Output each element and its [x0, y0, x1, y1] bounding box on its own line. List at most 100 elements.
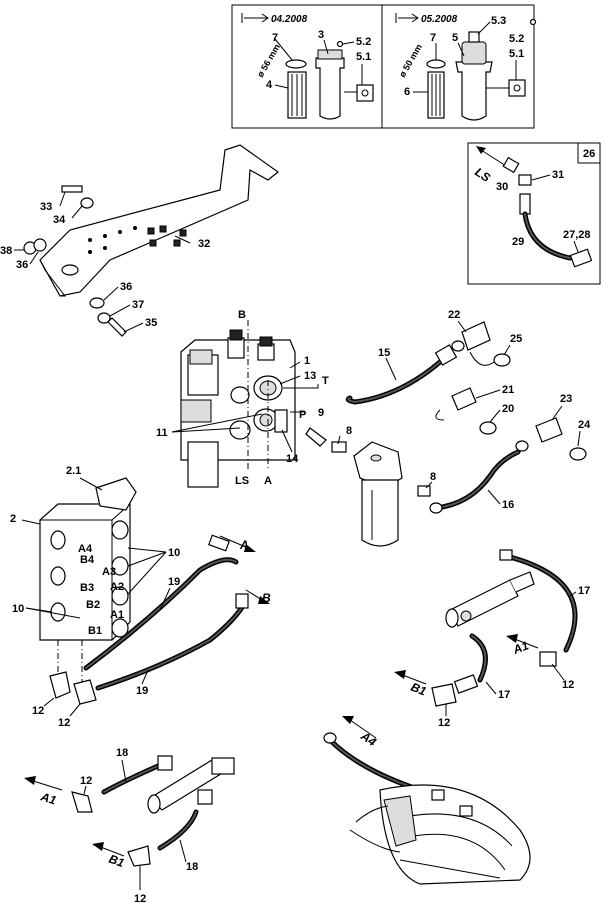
control-part-19: 19	[168, 576, 180, 588]
right-cyl-direction-a1: A1	[510, 638, 530, 657]
inset-26-number: 26	[583, 148, 595, 160]
inset-26-direction: LS	[472, 165, 492, 185]
washer-34	[80, 197, 94, 209]
mower-deck-body	[379, 784, 531, 885]
fitting-30	[502, 156, 520, 174]
bracket-part-35: 35	[145, 317, 157, 329]
right-part-5: 5	[452, 32, 458, 44]
bracket-part-36: 36	[16, 259, 28, 271]
control-part-10b: 10	[12, 603, 24, 615]
valve-part-22: 22	[448, 309, 460, 321]
fitting-31	[518, 174, 532, 186]
bolt-35	[107, 317, 127, 337]
right-cyl-part-12b: 12	[438, 717, 450, 729]
right-cyl-part-17b: 17	[498, 689, 510, 701]
pressure-filter-group: 8 16 23 24	[353, 393, 591, 547]
bolt-33	[61, 185, 83, 193]
bracket-part-33: 33	[40, 201, 52, 213]
left-part-7: 7	[272, 32, 278, 44]
filter-bowl	[361, 479, 399, 547]
control-part-2: 2	[10, 513, 16, 525]
inset-26-part-30: 30	[496, 181, 508, 193]
port-label-ls: LS	[235, 475, 249, 487]
bracket-part-37: 37	[132, 299, 144, 311]
elbow-12d	[71, 791, 93, 813]
filter-head	[353, 441, 403, 489]
valve-part-14: 14	[286, 453, 299, 465]
mower-direction-a4: A4	[357, 728, 379, 749]
filter-inset-right: 05.2008 ø 50 mm 7 5 5.3 5.2 5.1 6	[395, 13, 537, 121]
plug-5-2b	[529, 18, 537, 26]
left-date-label: 04.2008	[271, 14, 308, 25]
control-direction-b: B	[262, 591, 271, 605]
valve-part-9: 9	[318, 407, 324, 419]
left-part-3: 3	[318, 29, 324, 41]
valve-part-23: 23	[560, 393, 572, 405]
valve-part-20: 20	[502, 403, 514, 415]
bottom-cyl-part-18: 18	[116, 747, 128, 759]
filter-inset-left: 04.2008 ø 56 mm 7 3 5.2 5.1 4	[241, 13, 374, 120]
main-valve-assembly: B T P LS A 1 13 11 9 8 14	[156, 309, 352, 488]
left-part-5-1: 5.1	[356, 51, 371, 63]
control-direction-a: A	[239, 538, 249, 552]
bottom-cyl-part-18b: 18	[186, 861, 198, 873]
filter-housing-5	[455, 61, 493, 121]
right-cyl-part-17: 17	[578, 585, 590, 597]
fitting-8	[331, 441, 347, 453]
cap-24	[569, 447, 587, 461]
bracket-part-32: 32	[198, 238, 210, 250]
elbow-12b	[73, 679, 97, 705]
right-dimension: ø 50 mm	[397, 42, 424, 79]
coupling-23	[535, 417, 563, 443]
port-label-b1: B1	[88, 625, 102, 637]
indicator-5-1b	[508, 79, 526, 97]
right-cyl-part-12: 12	[562, 679, 574, 691]
valve-part-25: 25	[510, 333, 522, 345]
bottom-cyl-part-12: 12	[80, 775, 92, 787]
right-part-5-2: 5.2	[509, 33, 524, 45]
port-label-p: P	[299, 409, 306, 421]
washer-36b	[89, 297, 105, 309]
o-ring-7b	[426, 59, 446, 69]
port-label-a3: A3	[102, 566, 116, 578]
filter-inset: 04.2008 ø 56 mm 7 3 5.2 5.1 4	[231, 4, 537, 129]
left-part-5-2: 5.2	[356, 36, 371, 48]
coupling-22	[461, 321, 491, 351]
valve-port-b	[227, 337, 245, 359]
inset-26-part-31: 31	[552, 169, 564, 181]
port-label-a1: A1	[110, 609, 124, 621]
valve-part-15: 15	[378, 347, 390, 359]
right-part-5-1: 5.1	[509, 48, 524, 60]
left-part-4: 4	[266, 79, 273, 91]
control-part-12: 12	[32, 705, 44, 717]
left-dimension: ø 56 mm	[255, 42, 282, 79]
o-ring-7	[285, 59, 307, 69]
bracket-part-36b: 36	[120, 281, 132, 293]
elbow-12a	[49, 671, 71, 699]
washer-36	[33, 238, 47, 252]
filter-housing-3	[315, 57, 345, 120]
right-part-5-3: 5.3	[491, 15, 506, 27]
cap-20	[479, 421, 497, 435]
port-label-a: A	[264, 475, 272, 487]
right-cyl-direction-b1: B1	[409, 680, 429, 699]
cap-25	[493, 353, 511, 367]
mounting-bracket: 33 34 38 36 32 36 37 35	[0, 144, 279, 337]
bottom-cylinder-group: A1 B1 18 12 18 12	[24, 747, 235, 905]
control-part-10: 10	[168, 547, 180, 559]
bracket-part-38: 38	[0, 245, 12, 257]
solenoid-2-1	[95, 477, 137, 511]
inset-26-part-29: 29	[512, 236, 524, 248]
valve-part-16: 16	[502, 499, 514, 511]
valve-part-24: 24	[578, 419, 591, 431]
bracket-part-34: 34	[53, 214, 66, 226]
valve-part-13: 13	[304, 370, 316, 382]
port-label-b2: B2	[86, 599, 100, 611]
plug-21	[451, 387, 477, 411]
coupling-27-28	[569, 248, 593, 268]
port-label-b4: B4	[80, 554, 95, 566]
bottom-cyl-part-12b: 12	[134, 893, 146, 905]
valve-part-8b: 8	[430, 471, 436, 483]
right-part-7: 7	[430, 32, 436, 44]
